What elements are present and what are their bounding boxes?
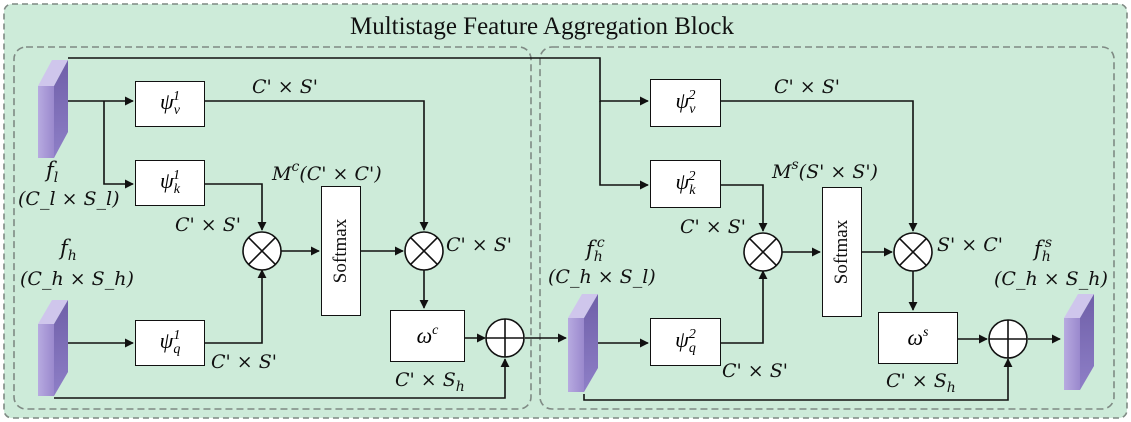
edge-psi-v2-to-mul4 [721,100,918,232]
edge-psi-q1-to-mul1 [205,269,267,344]
psi-q2-box: ψq2 [650,318,721,366]
edge-psi-k1-to-mul1 [205,183,267,231]
feature-f-h [38,300,68,396]
softmax2-box: Softmax [822,187,862,317]
label-f-h-s-dims: (C_h × S_h) [994,268,1108,290]
block-title: Multistage Feature Aggregation Block [350,13,734,40]
stage2-dim-v: C' × S' [774,76,840,98]
add-node-1 [485,318,525,358]
edge-psi-k2-to-mul3 [721,184,768,232]
edge-psi-v1-to-mul2 [205,100,429,231]
stage2-dim-mul: S' × C' [937,234,1003,256]
psi-k2-box: ψk2 [650,160,721,208]
omega-c-box: ωc [390,310,465,362]
edge-fl-to-psi-k1 [103,101,134,189]
stage1-dim-omega: C' × Sh [395,369,465,395]
stage2-dim-k: C' × S' [680,216,746,238]
edge-fhc-residual [583,358,1013,401]
stage2-panel [539,46,1115,410]
label-f-h-s: fhs [1034,235,1052,265]
stage1-dim-mul: C' × S' [446,234,512,256]
edge-fh-residual [54,358,510,399]
psi-k1-box: ψk1 [135,160,205,206]
label-f-h: fh [60,236,77,264]
stage1-attention-label: Mc(C' × C') [272,159,382,185]
softmax1-box: Softmax [321,186,361,316]
psi-q1-box: ψq1 [135,320,205,366]
psi-v2-box: ψv2 [650,79,721,127]
edge-psi-q2-to-mul3 [721,270,768,344]
multiply-node-4 [893,232,933,272]
feature-f-l [38,60,68,158]
stage2-dim-q: C' × S' [722,360,788,382]
stage2-attention-label: Ms(S' × S') [772,157,878,183]
label-f-l: fl [46,158,59,186]
psi-v1-box: ψv1 [135,81,205,127]
omega-s-box: ωs [878,312,958,364]
edge-fl-to-psi-k2 [599,101,649,190]
multiply-node-2 [404,231,444,271]
label-f-h-c-dims: (C_h × S_l) [548,266,656,288]
multiply-node-3 [743,232,783,272]
label-f-h-c: fhc [586,235,605,265]
edge-fl-to-stage2 [68,57,649,106]
stage1-panel [13,46,532,410]
add-node-2 [988,319,1028,359]
stage2-dim-omega: C' × Sh [886,370,956,396]
multiply-node-1 [242,231,282,271]
label-f-h-dims: (C_h × S_h) [20,268,134,290]
stage1-dim-q: C' × S' [211,351,277,373]
stage1-dim-k: C' × S' [175,214,241,236]
stage1-dim-v: C' × S' [252,76,318,98]
feature-f-h-c [568,294,598,392]
label-f-l-dims: (C_l × S_l) [18,188,120,210]
feature-f-h-s [1064,294,1094,390]
